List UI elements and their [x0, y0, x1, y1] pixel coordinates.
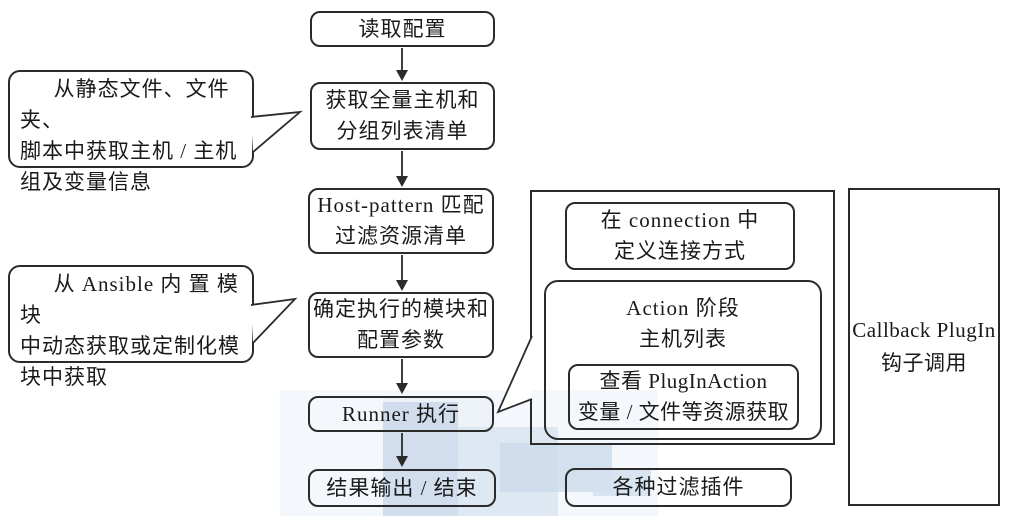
text-line: 块中获取 — [20, 365, 108, 389]
text-line: 各种过滤插件 — [612, 475, 745, 499]
text-line: Runner 执行 — [341, 401, 461, 426]
text-line: 获取全量主机和 — [325, 88, 480, 112]
text-line: Callback PlugIn — [852, 318, 996, 342]
text-line: 配置参数 — [357, 328, 445, 352]
flow-box-result: 结果输出 / 结束 — [308, 469, 496, 507]
text-line: 脚本中获取主机 / 主机 — [20, 139, 238, 163]
plugin-action-box: 查看 PlugInAction 变量 / 文件等资源获取 — [568, 364, 799, 430]
flow-box-host-pattern: Host-pattern 匹配 过滤资源清单 — [308, 188, 494, 254]
filter-plugins-box: 各种过滤插件 — [565, 468, 792, 507]
text-line: 从 Ansible 内 置 模 块 — [20, 272, 239, 327]
text-line: Action 阶段 — [626, 296, 740, 320]
flow-box-fetch-hosts: 获取全量主机和 分组列表清单 — [310, 82, 495, 150]
callback-plugin-box: Callback PlugIn 钩子调用 — [848, 188, 1000, 506]
flow-box-determine-module: 确定执行的模块和 配置参数 — [308, 292, 494, 358]
flow-box-runner: Runner 执行 — [308, 396, 494, 432]
connection-box: 在 connection 中 定义连接方式 — [565, 202, 795, 270]
text-line: 主机列表 — [639, 327, 727, 351]
text-line: 过滤资源清单 — [335, 224, 467, 248]
runner-detail-container: 在 connection 中 定义连接方式 Action 阶段 主机列表 查看 … — [530, 190, 835, 445]
text-line: 结果输出 / 结束 — [326, 475, 478, 500]
text-line: 确定执行的模块和 — [313, 297, 489, 321]
text-line: 分组列表清单 — [336, 119, 469, 143]
text-line: 组及变量信息 — [20, 170, 152, 194]
text-line: 定义连接方式 — [614, 239, 746, 263]
text-line: Host-pattern 匹配 — [317, 193, 485, 217]
text-line: 钩子调用 — [881, 351, 967, 375]
callout-tail-1 — [250, 110, 303, 153]
runner-detail-tail — [496, 335, 533, 414]
action-stage-box: Action 阶段 主机列表 查看 PlugInAction 变量 / 文件等资… — [544, 280, 822, 440]
text-line: 查看 PlugInAction — [599, 369, 768, 393]
text-line: 中动态获取或定制化模 — [20, 334, 240, 358]
flow-box-read-config: 读取配置 — [310, 11, 495, 47]
text-line: 变量 / 文件等资源获取 — [577, 400, 790, 424]
callout-tail-2 — [250, 297, 298, 344]
text-line: 在 connection 中 — [600, 208, 760, 232]
text-line: 从静态文件、文件夹、 — [20, 77, 230, 132]
callout-module-note: 从 Ansible 内 置 模 块 中动态获取或定制化模 块中获取 — [8, 265, 254, 389]
callout-inventory-note: 从静态文件、文件夹、 脚本中获取主机 / 主机 组及变量信息 — [8, 70, 254, 194]
text-line: 读取配置 — [358, 16, 447, 41]
